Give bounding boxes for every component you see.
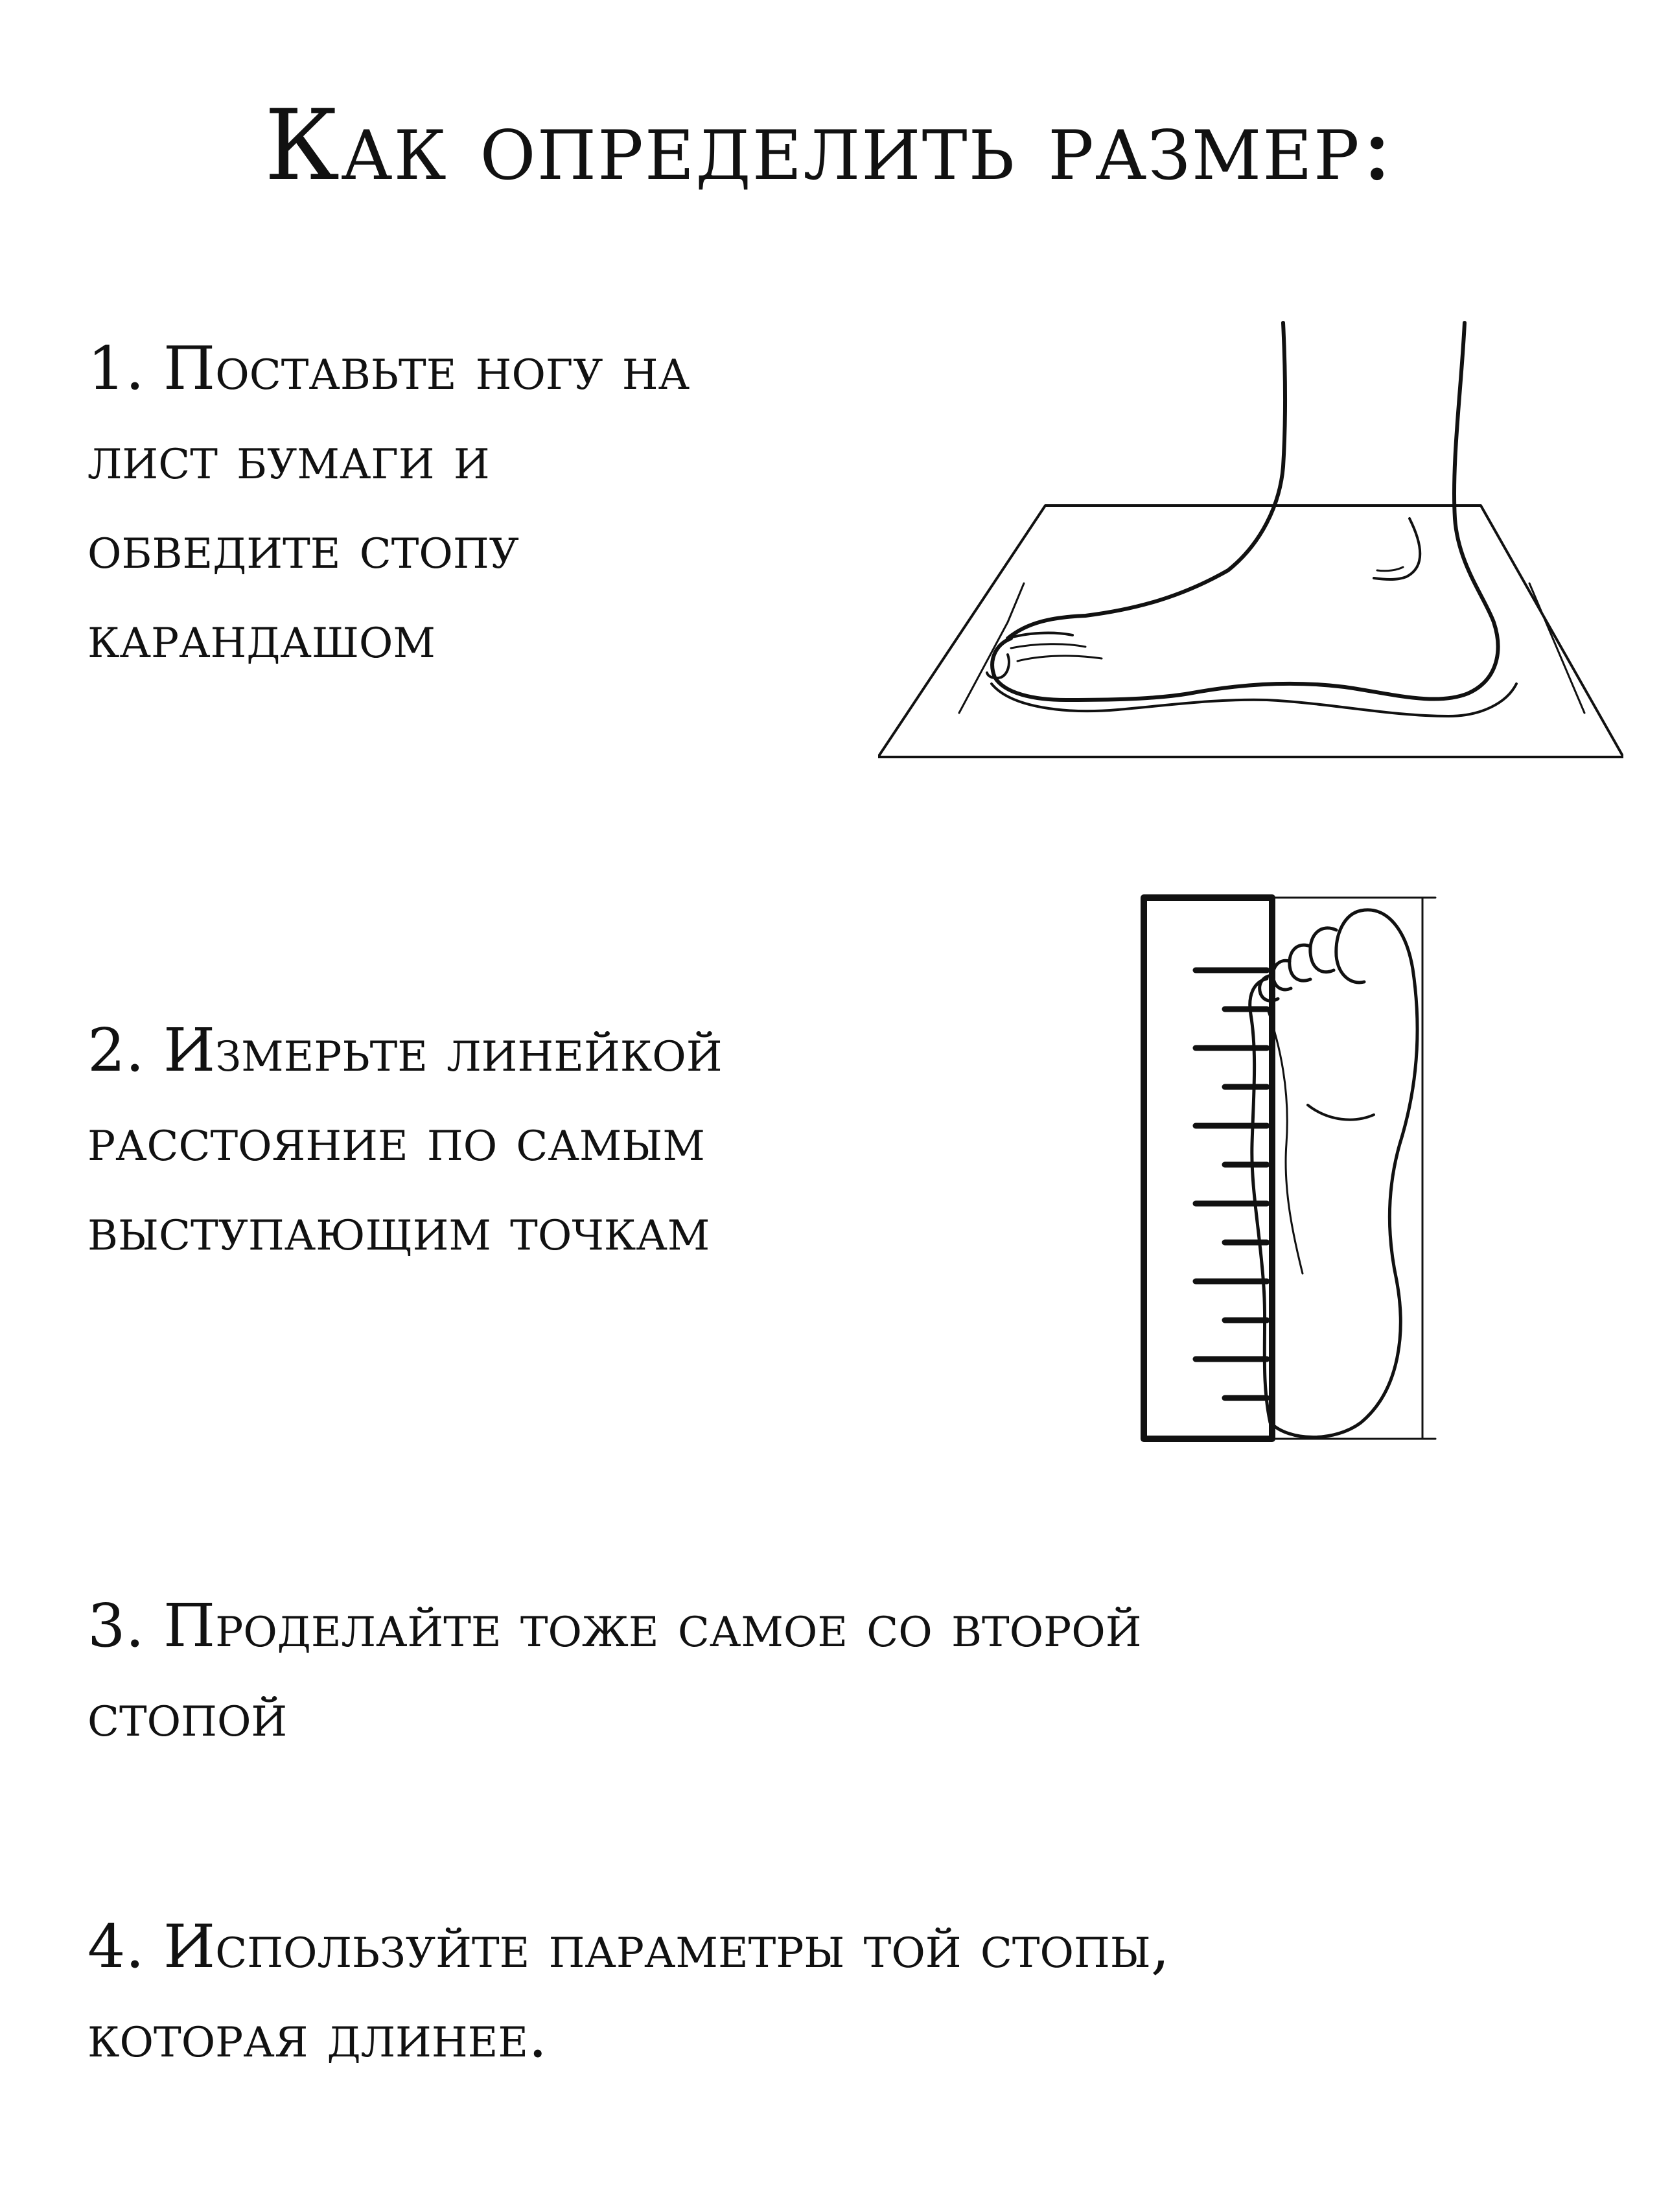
step-2-line-1: 2. Измерьте линейкой <box>87 1016 723 1085</box>
step-4-line-2: которая длинее. <box>87 2001 548 2071</box>
step-1-line-2: лист бумаги и <box>87 423 490 493</box>
foot-on-paper-drawing <box>877 321 1625 758</box>
foot-ruler-drawing <box>1141 894 1437 1442</box>
step-1-line-4: карандашом <box>87 602 435 671</box>
step-2-line-3: выступающим точкам <box>87 1194 710 1264</box>
step-4: 4. Используйте параметры той стопы, кото… <box>87 1902 1170 2081</box>
step-3: 3. Проделайте тоже самое со второй стопо… <box>87 1581 1142 1760</box>
foot-ruler-icon <box>1128 885 1452 1442</box>
step-3-line-2: стопой <box>87 1681 288 1750</box>
page-title: Как определить размер: <box>264 89 1395 202</box>
step-2-line-2: расстояние по самым <box>87 1105 705 1174</box>
step-1-line-3: обведите стопу <box>87 513 519 582</box>
step-4-line-1: 4. Используйте параметры той стопы, <box>87 1912 1170 1981</box>
step-2: 2. Измерьте линейкой расстояние по самым… <box>87 1006 723 1274</box>
step-3-line-1: 3. Проделайте тоже самое со второй <box>87 1591 1142 1660</box>
step-1-line-1: 1. Поставьте ногу на <box>87 334 690 403</box>
step-1: 1. Поставьте ногу на лист бумаги и обвед… <box>87 324 690 682</box>
foot-on-paper-icon <box>877 311 1625 765</box>
